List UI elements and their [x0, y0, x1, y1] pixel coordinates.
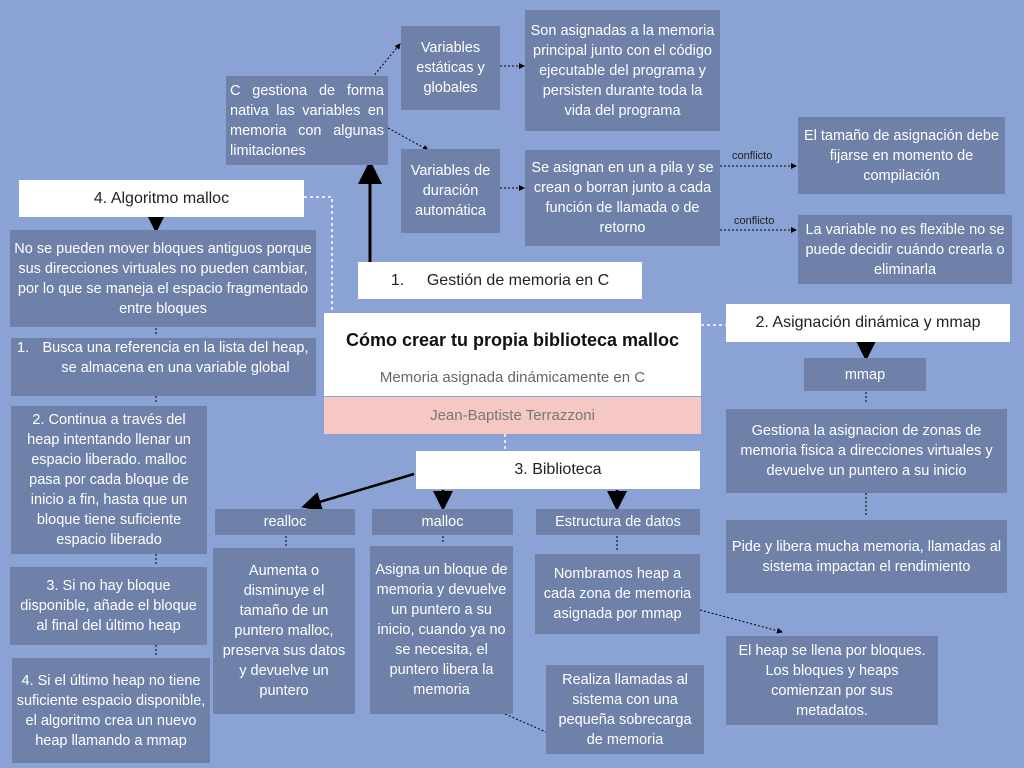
conflict-not-flexible: La variable no es flexible no se puede d…: [798, 215, 1012, 284]
connector-auto: [387, 127, 429, 151]
step1-text: Busca una referencia en la lista del hea…: [42, 340, 309, 376]
static-vars-desc: Son asignadas a la memoria principal jun…: [525, 10, 720, 131]
connector-syscall: [504, 713, 547, 733]
branch1-heading: 1. Gestión de memoria en C: [358, 262, 642, 299]
heap-blocks-note: El heap se llena por bloques. Los bloque…: [726, 636, 938, 725]
fragmentation-note: No se pueden mover bloques antiguos porq…: [10, 230, 316, 327]
data-structure-node: Estructura de datos: [536, 509, 700, 535]
conflict-label-1: conflicto: [732, 150, 773, 162]
malloc-desc: Asigna un bloque de memoria y devuelve u…: [370, 546, 513, 714]
mmap-node: mmap: [804, 358, 926, 391]
connector-realloc: [301, 472, 415, 512]
step1-box: 1. Busca una referencia en la lista del …: [11, 338, 316, 396]
realloc-desc: Aumenta o disminuye el tamaño de un punt…: [213, 548, 355, 714]
branch3-heading: 3. Biblioteca: [416, 451, 700, 489]
auto-vars-desc: Se asignan en un a pila y se crean o bor…: [525, 150, 720, 246]
syscall-note: Realiza llamadas al sistema con una pequ…: [546, 665, 704, 754]
branch1-heading-label: Gestión de memoria en C: [426, 271, 610, 289]
branch1-number: 1.: [390, 271, 405, 289]
branch2-heading: 2. Asignación dinámica y mmap: [726, 304, 1010, 342]
step4-box: 4. Si el último heap no tiene suficiente…: [12, 658, 210, 763]
author-band: Jean-Baptiste Terrazzoni: [324, 397, 701, 434]
step2-box: 2. Continua a través del heap intentando…: [11, 406, 207, 554]
mmap-cost: Pide y libera mucha memoria, llamadas al…: [726, 520, 1007, 593]
malloc-node: malloc: [372, 509, 513, 535]
central-subtitle: Memoria asignada dinámicamente en C: [324, 358, 701, 396]
conflict-compile-time: El tamaño de asignación debe fijarse en …: [798, 117, 1005, 194]
branch4-heading: 4. Algoritmo malloc: [19, 180, 304, 217]
central-title-card: Cómo crear tu propia biblioteca malloc M…: [324, 313, 701, 434]
mmap-desc: Gestiona la asignacion de zonas de memor…: [726, 409, 1007, 493]
step1-number: 1.: [17, 340, 30, 356]
data-structure-desc: Nombramos heap a cada zona de memoria as…: [535, 554, 700, 634]
step3-box: 3. Si no hay bloque disponible, añade el…: [10, 567, 207, 645]
conflict-label-2: conflicto: [734, 215, 775, 227]
connector-branch4: [304, 196, 333, 321]
static-vars-node: Variables estáticas y globales: [401, 26, 500, 110]
branch1-intro: C gestiona de forma nativa las variables…: [226, 76, 388, 165]
realloc-node: realloc: [215, 509, 355, 535]
auto-vars-node: Variables de duración automática: [401, 149, 500, 233]
connector-heap-blocks: [699, 609, 783, 634]
